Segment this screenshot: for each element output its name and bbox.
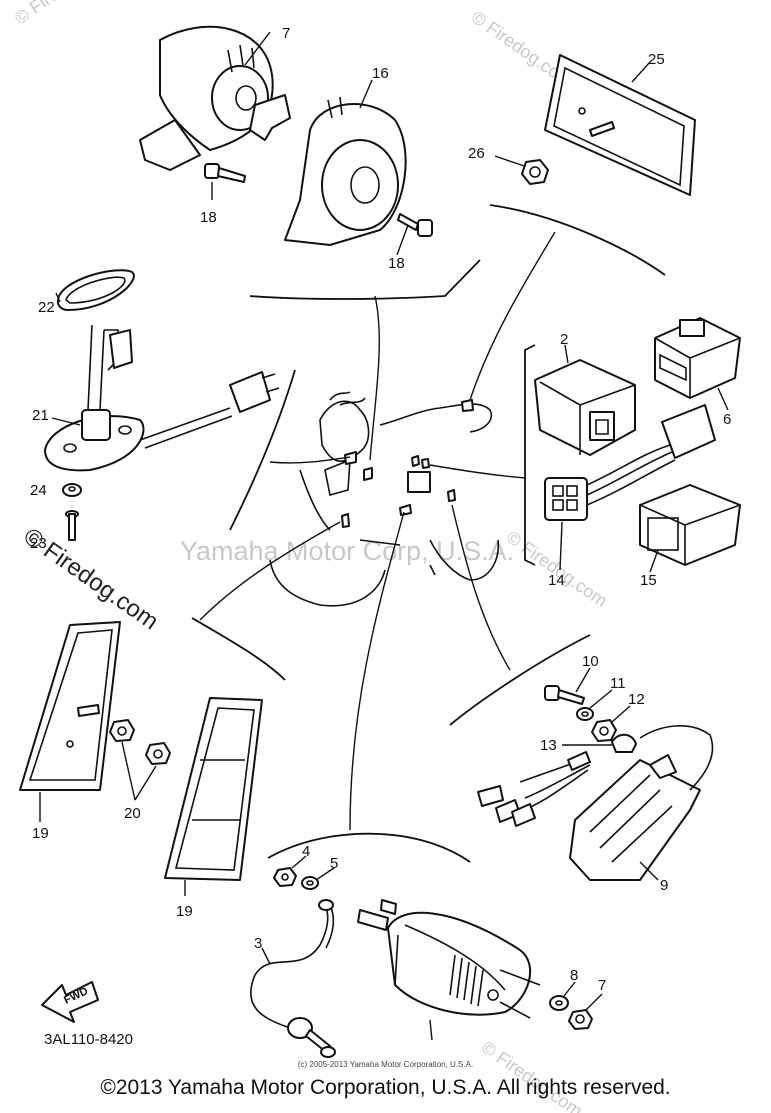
leader-reflector [469, 231, 556, 401]
part-number-25-reflector: 25 [648, 51, 665, 68]
nut-26 [521, 159, 549, 185]
washer-5 [301, 876, 319, 890]
group-bracket-reflector [489, 204, 666, 276]
reflector-19-b [164, 697, 263, 881]
washer-8 [549, 995, 569, 1011]
reflector-19-a [19, 621, 121, 791]
part-number-20-nuts: 20 [124, 805, 141, 822]
part-number-4-nut: 4 [302, 843, 310, 860]
part-number-7-nut: 7 [598, 977, 606, 994]
tiny-credit: (c) 2005-2013 Yamaha Motor Corporation, … [297, 1060, 474, 1069]
fuel-sender-21 [44, 324, 280, 472]
washer-11 [576, 707, 594, 721]
relay-15 [639, 484, 741, 566]
connector-14 [544, 404, 716, 521]
part-number-2-relay: 2 [560, 331, 568, 348]
starter-relay [357, 899, 541, 1019]
group-bracket-horns [249, 259, 481, 300]
relay-2 [534, 359, 636, 456]
watermark-firedog-bottom: © Firedog.com [478, 1037, 586, 1113]
bolt-10 [544, 685, 585, 705]
watermark-firedog-right: © Firedog.com [503, 527, 611, 611]
bolt-18-b [397, 213, 433, 237]
leader-starter [349, 511, 405, 831]
group-bracket-relays [524, 344, 536, 566]
gasket-22 [56, 269, 135, 311]
part-number-7-horn: 7 [282, 25, 290, 42]
group-bracket-rectifier [449, 634, 591, 726]
part-number-23-screw: 23 [30, 535, 47, 552]
part-number-19-b: 19 [176, 903, 193, 920]
part-number-14-connector: 14 [548, 572, 565, 589]
nut-12 [591, 719, 617, 742]
part-number-26-nut: 26 [468, 145, 485, 162]
part-number-18-a: 18 [200, 209, 217, 226]
screw-23 [65, 510, 79, 541]
rectifier-9 [477, 724, 714, 881]
part-number-11-washer: 11 [610, 675, 626, 692]
group-bracket-reflectors [191, 617, 286, 681]
part-number-13-clamp: 13 [540, 737, 557, 754]
part-number-9-rectifier: 9 [660, 877, 668, 894]
nut-7-starter [568, 1009, 593, 1030]
nuts-20 [109, 719, 171, 765]
diagram-code: 3AL110-8420 [44, 1031, 133, 1048]
horn-7 [139, 25, 291, 171]
reflector-25 [544, 54, 696, 196]
leader-reflectors-side [199, 521, 341, 621]
part-number-3-lead: 3 [254, 935, 262, 952]
part-number-15-relay: 15 [640, 572, 657, 589]
part-number-5-washer: 5 [330, 855, 338, 872]
part-number-22-gasket: 22 [38, 299, 55, 316]
part-number-8-washer: 8 [570, 967, 578, 984]
nut-4 [273, 867, 297, 887]
leader-horns [369, 295, 380, 461]
copyright-notice: ©2013 Yamaha Motor Corporation, U.S.A. A… [100, 1076, 671, 1099]
part-number-19-a: 19 [32, 825, 49, 842]
lead-3 [249, 899, 336, 1058]
part-number-18-b: 18 [388, 255, 405, 272]
part-number-16-horn: 16 [372, 65, 389, 82]
watermark-brand-center: Yamaha Motor Corp, U.S.A. [180, 536, 514, 566]
washer-24 [62, 483, 82, 497]
bolt-18-a [204, 163, 246, 183]
part-number-24-washer: 24 [30, 482, 47, 499]
relay-6 [654, 317, 741, 399]
part-number-21-sender: 21 [32, 407, 49, 424]
group-bracket-starter [267, 832, 471, 863]
leader-sender [269, 456, 351, 464]
watermark-firedog-top-left: © Firedog.com [11, 0, 119, 28]
part-number-12-nut: 12 [628, 691, 645, 708]
part-number-6-relay: 6 [723, 411, 731, 428]
vehicle-outline [269, 391, 499, 607]
part-number-10-bolt: 10 [582, 653, 599, 670]
group-bracket-sender [229, 369, 296, 531]
leader-rectifier [451, 504, 511, 671]
leader-relays [429, 464, 526, 479]
clamp-13 [611, 733, 637, 753]
horn-16 [284, 96, 407, 246]
fwd-arrow-icon: FWD [41, 981, 99, 1023]
